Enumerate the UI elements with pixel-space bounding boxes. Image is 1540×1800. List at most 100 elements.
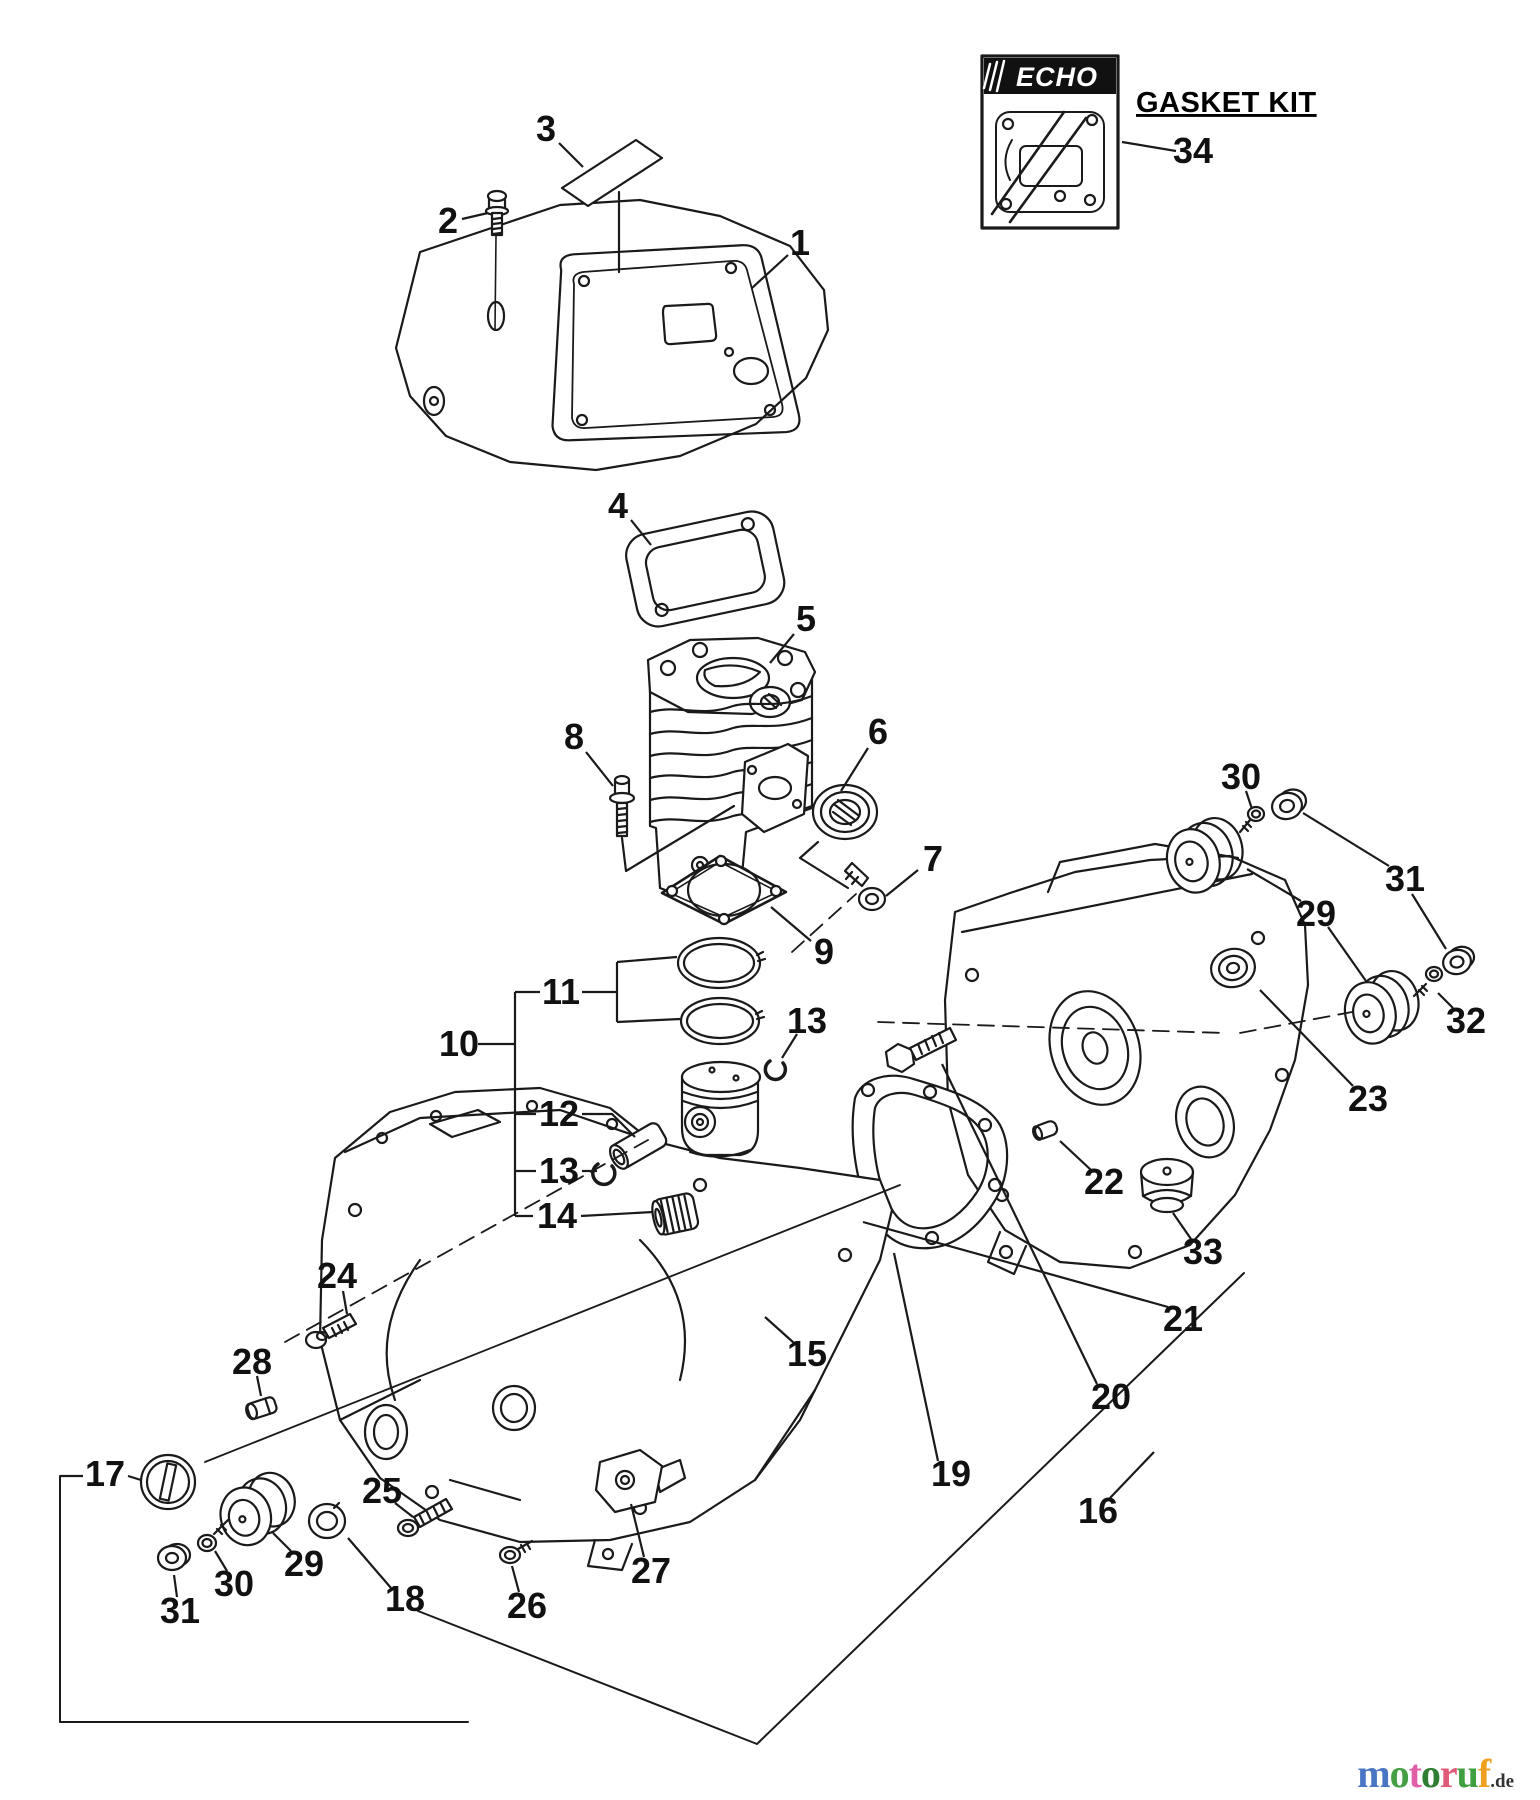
leader-line-9 [770,906,812,942]
part-callout-2: 2 [438,200,458,241]
part-callout-5: 5 [796,598,816,639]
part-oil-seal-23 [1210,947,1256,989]
part-callout-29: 29 [1296,893,1336,934]
leader-line-13 [781,1033,798,1059]
gasket-kit-box [980,54,1120,230]
part-callout-31: 31 [1385,858,1425,899]
part-washer-31-right [1442,945,1476,976]
part-crankcase-half-left [318,1086,894,1572]
part-cap-29-right [1343,970,1420,1045]
leader-line-4 [630,519,652,546]
leader-line-31 [1302,812,1390,867]
part-callout-13: 13 [787,1000,827,1041]
leader-line-7 [885,869,919,897]
center-lines [284,893,1353,1343]
watermark-letter: f [1477,1751,1491,1796]
part-piston-rings [676,936,767,1046]
part-cap-29-bottom [219,1471,296,1547]
part-callout-4: 4 [608,485,628,526]
part-label-sticker [560,138,664,208]
leader-line-14 [580,1210,654,1218]
leader-line-29 [1246,868,1302,902]
motoruf-watermark-logo[interactable]: motoruf.de [1357,1754,1514,1794]
leader-line-11 [616,955,678,964]
leader-line-29 [272,1532,292,1552]
leader-line-2 [461,211,489,221]
watermark-letter: r [1439,1751,1458,1796]
leader-line-11 [616,1017,681,1024]
leader-line-30 [1244,790,1254,810]
part-circlip-right [763,1059,788,1082]
part-cylinder [646,636,817,900]
part-callout-20: 20 [1091,1376,1131,1417]
part-callout-30: 30 [1221,756,1261,797]
part-callout-9: 9 [814,931,834,972]
leader-line-29 [1327,926,1367,982]
part-callout-11: 11 [542,971,580,1012]
part-callout-16: 16 [1078,1490,1118,1531]
watermark-letter: o [1420,1751,1441,1796]
leader-line-34 [1121,140,1177,153]
part-valve [811,783,879,841]
part-callout-31: 31 [160,1590,200,1631]
leader-valve-bolt [798,840,850,890]
watermark-letter: t [1408,1751,1422,1796]
part-bolt-26 [498,1539,534,1565]
part-callout-33: 33 [1183,1231,1223,1272]
part-callout-29: 29 [284,1543,324,1584]
part-guide-plate [594,1448,687,1514]
leader-line-31 [172,1574,179,1598]
watermark-letter: m [1357,1751,1390,1796]
leader-line-25 [394,1502,414,1518]
leader-line-18 [347,1537,392,1589]
part-callout-17: 17 [85,1453,125,1494]
part-bolt-7 [843,861,887,912]
part-callout-6: 6 [868,711,888,752]
part-callout-23: 23 [1348,1078,1388,1119]
part-piston [680,1060,762,1158]
part-callout-18: 18 [385,1578,425,1619]
part-cap-29-top [1165,817,1244,894]
part-bolt-2 [484,189,510,331]
part-cover-gasket [625,510,786,628]
leader-line-27 [629,1503,646,1558]
leader-line-31 [1411,893,1447,950]
part-bolt-20 [884,1026,958,1074]
leader-line-5 [769,633,795,664]
part-callout-25: 25 [362,1470,402,1511]
part-washer-31-top [1271,788,1308,821]
part-cylinder-cover [394,190,830,472]
part-callout-24: 24 [317,1255,357,1296]
part-callout-32: 32 [1446,1000,1486,1041]
part-callout-3: 3 [536,108,556,149]
part-cushion [1139,1157,1195,1214]
part-callout-19: 19 [931,1453,971,1494]
part-bolt-32 [1412,965,1444,998]
part-callout-1: 1 [790,222,810,263]
leader-line-30 [214,1550,228,1572]
leader-line-1 [751,254,789,289]
part-oil-cap [139,1453,197,1511]
watermark-letter: u [1456,1751,1479,1796]
leader-line-24 [341,1290,349,1315]
part-callout-7: 7 [923,838,943,879]
leader-line-26 [510,1565,521,1593]
leader-line-21 [862,1220,1169,1309]
leader-line-32 [1437,992,1454,1009]
part-callout-14: 14 [537,1195,577,1236]
part-bolt-25 [396,1497,454,1538]
leader-line-16 [1109,1451,1155,1499]
leader-line-28 [255,1375,263,1397]
part-bolt-30-bottom [196,1518,230,1553]
leader-line-17 [127,1474,142,1482]
part-dowel-pin [1031,1120,1059,1141]
watermark-letter: o [1389,1751,1410,1796]
leader-line-8 [585,751,614,787]
leader-line-12 [582,1112,636,1138]
part-bolt-8 [608,774,736,873]
leader-line-19 [892,1252,940,1462]
part-washer-31-bottom [156,1542,192,1572]
part-callout-21: 21 [1163,1298,1203,1339]
